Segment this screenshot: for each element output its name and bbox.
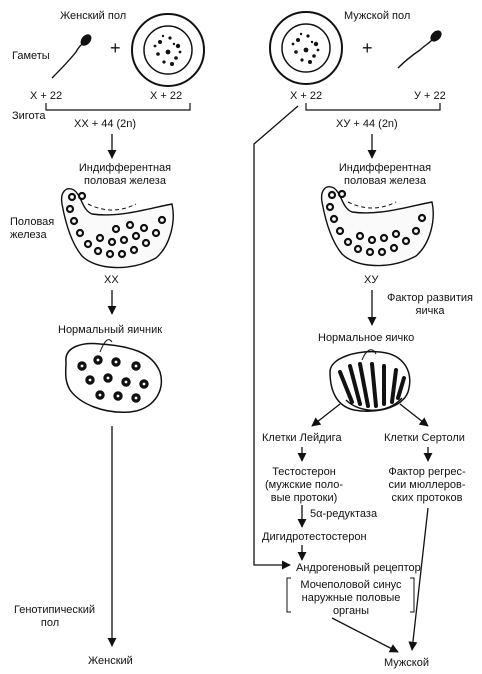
arrow-amh-to-male <box>408 507 429 651</box>
arrow-testis-to-sertoli <box>399 403 429 427</box>
indifferent-gonad-illustration <box>60 188 174 269</box>
arrow-genitals-to-male <box>331 617 399 653</box>
female-zygote-karyotype: XX + 44 (2n) <box>74 118 137 130</box>
male-indifferent-gonad-label: Индифферентная половая железа <box>338 162 432 187</box>
indifferent-gonad-illustration <box>320 186 434 267</box>
female-gonad-karyotype: XX <box>104 274 119 286</box>
egg-cell-icon <box>131 13 205 87</box>
genitals-label: Мочеполовой синус наружные половые орган… <box>300 579 402 617</box>
egg-cell-icon <box>269 11 343 85</box>
testis-label: Нормальное яичко <box>318 332 415 344</box>
plus-sign: + <box>362 38 373 58</box>
sperm-cell-icon <box>397 30 442 69</box>
genitals-bracket-right <box>410 577 415 613</box>
testosterone-label: Тестостерон (мужские поло- вые протоки) <box>264 466 344 504</box>
dht-label: Дигидротестостерон <box>262 531 367 543</box>
5-alpha-reductase-label: 5α-редуктаза <box>310 508 378 520</box>
amh-label: Фактор регрес- сии мюллеров- ских проток… <box>388 466 466 504</box>
genitals-bracket-left <box>286 577 291 613</box>
ovary-illustration <box>64 339 163 413</box>
male-phenotype-label: Мужской <box>384 657 429 669</box>
male-sex-label: Мужской пол <box>344 10 411 22</box>
female-phenotype-label: Женский <box>88 655 133 667</box>
female-gamete-left-karyotype: X + 22 <box>30 90 63 102</box>
sperm-cell-icon <box>51 34 92 79</box>
female-sex-label: Женский пол <box>60 10 127 22</box>
male-zygote-karyotype: XУ + 44 (2n) <box>336 118 398 130</box>
male-gamete-right-karyotype: У + 22 <box>414 90 446 102</box>
male-gamete-left-karyotype: X + 22 <box>290 90 323 102</box>
gonad-label: Половая железа <box>10 216 55 241</box>
androgen-receptor-label: Андрогеновый рецептор <box>296 562 421 574</box>
female-gamete-right-karyotype: X + 22 <box>150 90 183 102</box>
testis-illustration <box>329 349 411 412</box>
zygote-bracket-female <box>45 103 191 111</box>
plus-sign: + <box>110 38 121 58</box>
leydig-cells-label: Клетки Лейдига <box>262 432 342 444</box>
arrow-testis-to-leydig <box>311 403 341 427</box>
male-gonad-karyotype: XУ <box>364 274 379 286</box>
arrow-x-chromosome-to-receptor <box>253 105 299 570</box>
sertoli-cells-label: Клетки Сертоли <box>384 432 465 444</box>
gametes-label: Гаметы <box>12 50 50 62</box>
zygote-label: Зигота <box>12 110 46 122</box>
female-indifferent-gonad-label: Индифферентная половая железа <box>78 162 172 187</box>
ovary-label: Нормальный яичник <box>58 324 163 336</box>
zygote-bracket-male <box>305 103 441 111</box>
genotypic-sex-label: Генотипический пол <box>14 604 96 629</box>
testis-factor-label: Фактор развития яичка <box>387 292 473 317</box>
